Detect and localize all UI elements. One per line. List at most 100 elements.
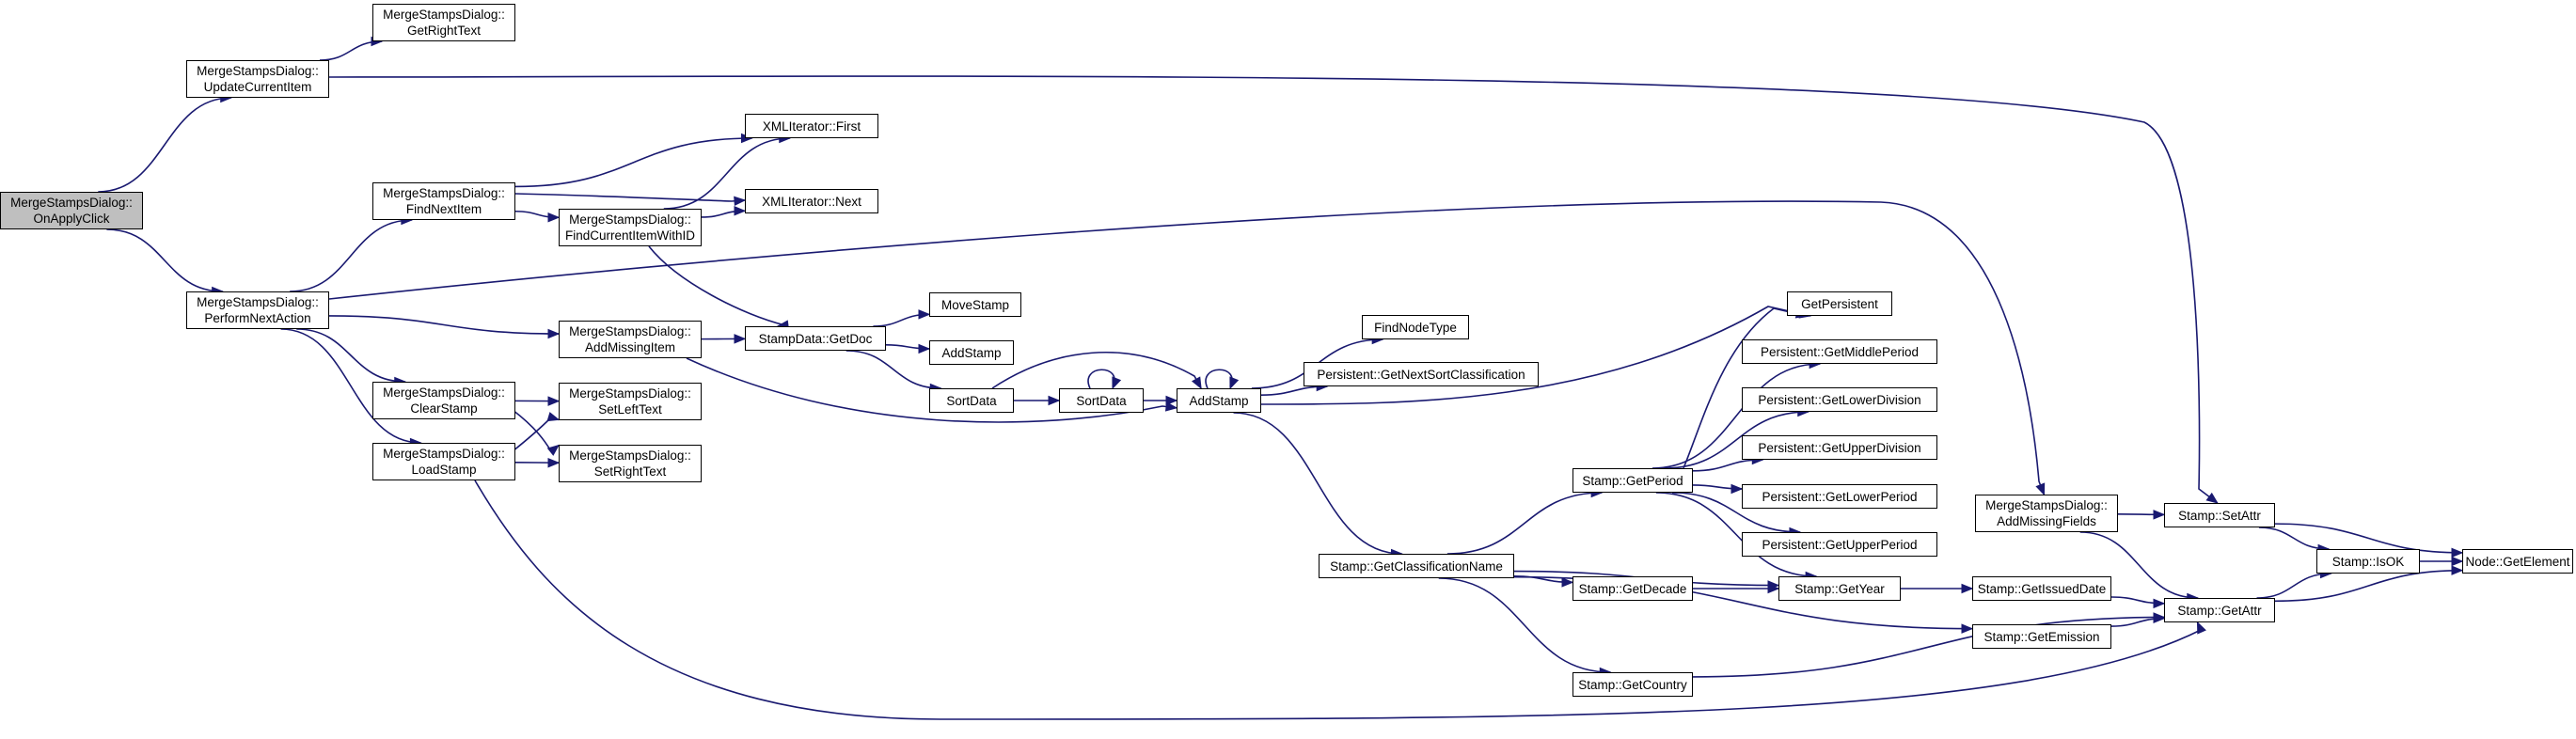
edge-GetPeriod-to-GetYear [1655,492,1817,577]
edge-AddMissingItem-to-AddStampB [686,357,1177,423]
node-find-node-type[interactable]: FindNodeType [1362,315,1469,339]
edge-SortData2-to-SortData2-arrowhead [1112,376,1122,390]
node-move-stamp[interactable]: MoveStamp [929,292,1021,317]
node-label-line: AddStamp [1189,393,1249,408]
node-perform-next-action[interactable]: MergeStampsDialog::PerformNextAction [186,291,329,329]
edge-SetAttr-to-GetElement-arrowhead [2451,547,2464,558]
edge-GetClassificationName-to-GetPeriod [1446,492,1603,555]
edge-PerformNextAction-to-ClearStamp [296,328,405,383]
edge-PerformNextAction-to-AddMissingItem-arrowhead [547,328,561,339]
node-sort-data2[interactable]: SortData [1059,388,1144,413]
node-get-period[interactable]: Stamp::GetPeriod [1572,468,1693,493]
node-update-current-item[interactable]: MergeStampsDialog::UpdateCurrentItem [186,60,329,98]
node-get-persistent[interactable]: GetPersistent [1787,291,1892,316]
node-label-line: UpdateCurrentItem [203,80,312,94]
node-get-next-sort-classification[interactable]: Persistent::GetNextSortClassification [1304,362,1539,386]
node-get-doc[interactable]: StampData::GetDoc [745,326,886,351]
node-label-line: OnApplyClick [33,212,110,226]
node-label-line: GetPersistent [1801,296,1878,311]
node-label-line: StampData::GetDoc [758,331,873,346]
edge-GetIssuedDate-to-GetAttr-arrowhead [2153,598,2166,609]
edge-PerformNextAction-to-FindNextItem [290,219,412,292]
node-get-country[interactable]: Stamp::GetCountry [1572,672,1693,697]
edge-AddStampB-to-AddStampB-arrowhead [1229,376,1240,390]
edge-SortData2-to-SortData2 [1087,369,1115,389]
node-set-attr[interactable]: Stamp::SetAttr [2164,503,2275,527]
node-label-line: SetRightText [593,464,667,479]
node-label-line: Stamp::GetPeriod [1582,473,1683,488]
edge-ClearStamp-to-SetLeftText-arrowhead [547,396,561,406]
node-label-line: ClearStamp [410,401,478,416]
node-label-line: MergeStampsDialog:: [383,385,505,400]
node-label-line: FindNextItem [405,202,482,216]
node-get-right-text[interactable]: MergeStampsDialog::GetRightText [372,4,515,41]
edge-GetPeriod-to-GetLowerDivision [1664,411,1809,469]
node-get-lower-division[interactable]: Persistent::GetLowerDivision [1742,387,1937,412]
node-is-ok[interactable]: Stamp::IsOK [2316,549,2420,574]
edge-LoadStamp-to-SetRightText-arrowhead [547,457,561,468]
node-label-line: SortData [1076,393,1127,408]
edge-OnApplyClick-to-PerformNextAction [106,228,223,292]
edge-UpdateCurrentItem-to-SetAttr [328,75,2219,504]
edge-GetPeriod-to-GetMiddlePeriod [1651,363,1821,469]
node-add-stamp-b[interactable]: AddStamp [1177,388,1261,413]
node-label-line: Persistent::GetUpperPeriod [1762,537,1918,552]
edge-LoadStamp-to-GetAttr [474,480,2203,720]
node-sort-data1[interactable]: SortData [929,388,1014,413]
node-label-line: Persistent::GetLowerDivision [1758,392,1921,407]
node-get-middle-period[interactable]: Persistent::GetMiddlePeriod [1742,339,1937,364]
node-label-line: Persistent::GetMiddlePeriod [1760,344,1920,359]
node-set-left-text[interactable]: MergeStampsDialog::SetLeftText [559,383,702,420]
edge-AddStampB-to-GetPersistent [1260,306,1811,405]
node-add-stamp-a[interactable]: AddStamp [929,340,1014,365]
node-xmlfirst[interactable]: XMLIterator::First [745,114,878,138]
node-label-line: AddMissingFields [1997,514,2096,528]
node-label-line: MoveStamp [940,297,1010,312]
node-label-line: AddStamp [941,345,1002,360]
edge-FindCurrentItemWithID-to-XMLNext-arrowhead [734,206,747,216]
node-label-line: MergeStampsDialog:: [197,295,319,309]
edge-PerformNextAction-to-AddMissingFields-arrowhead [2035,482,2046,496]
node-get-upper-period[interactable]: Persistent::GetUpperPeriod [1742,532,1937,557]
node-get-classification-name[interactable]: Stamp::GetClassificationName [1319,554,1514,578]
node-load-stamp[interactable]: MergeStampsDialog::LoadStamp [372,443,515,480]
node-set-right-text[interactable]: MergeStampsDialog::SetRightText [559,445,702,482]
node-get-attr[interactable]: Stamp::GetAttr [2164,598,2275,622]
node-add-missing-fields[interactable]: MergeStampsDialog::AddMissingFields [1975,495,2118,532]
edge-GetCountry-to-GetAttr-arrowhead [2153,612,2166,622]
edge-SortData2-to-AddStampB-arrowhead [1165,395,1178,406]
node-clear-stamp[interactable]: MergeStampsDialog::ClearStamp [372,382,515,419]
edge-GetPeriod-to-GetLowerPeriod-arrowhead [1731,483,1744,495]
node-label-line: Persistent::GetNextSortClassification [1317,367,1525,382]
node-get-issued-date[interactable]: Stamp::GetIssuedDate [1972,576,2111,601]
edge-ClearStamp-to-SetRightText-arrowhead [546,444,561,456]
edge-GetDecade-to-GetYear-arrowhead [1767,583,1780,594]
node-get-emission[interactable]: Stamp::GetEmission [1972,624,2111,649]
node-label-line: MergeStampsDialog:: [197,64,319,78]
node-find-current-item-with-id[interactable]: MergeStampsDialog::FindCurrentItemWithID [559,209,702,246]
node-label-line: AddMissingItem [584,340,676,354]
edge-GetDoc-to-AddStampA-arrowhead [918,343,931,354]
node-add-missing-item[interactable]: MergeStampsDialog::AddMissingItem [559,321,702,358]
node-get-decade[interactable]: Stamp::GetDecade [1572,576,1693,601]
node-get-lower-period[interactable]: Persistent::GetLowerPeriod [1742,484,1937,509]
edge-GetClassificationName-to-GetEmission-arrowhead [1961,623,1974,634]
node-label-line: MergeStampsDialog:: [569,212,691,227]
edge-SortData1-to-AddStampB [991,351,1202,389]
node-get-element[interactable]: Node::GetElement [2462,549,2573,574]
node-get-upper-division[interactable]: Persistent::GetUpperDivision [1742,435,1937,460]
edge-LoadStamp-to-SetLeftText [512,417,560,452]
edge-GetDoc-to-SortData1 [845,350,941,389]
edge-SortData1-to-SortData2-arrowhead [1048,395,1061,406]
edge-FindCurrentItemWithID-to-XMLFirst [663,137,790,210]
node-label-line: MergeStampsDialog:: [383,8,505,22]
node-get-year[interactable]: Stamp::GetYear [1778,576,1901,601]
node-label-line: MergeStampsDialog:: [383,186,505,200]
node-label-line: Stamp::GetAttr [2177,603,2262,618]
node-find-next-item[interactable]: MergeStampsDialog::FindNextItem [372,182,515,220]
node-label-line: Stamp::GetYear [1794,581,1885,596]
node-xmlnext[interactable]: XMLIterator::Next [745,189,878,213]
node-label-line: FindCurrentItemWithID [564,228,696,243]
node-label-line: XMLIterator::First [762,118,861,134]
